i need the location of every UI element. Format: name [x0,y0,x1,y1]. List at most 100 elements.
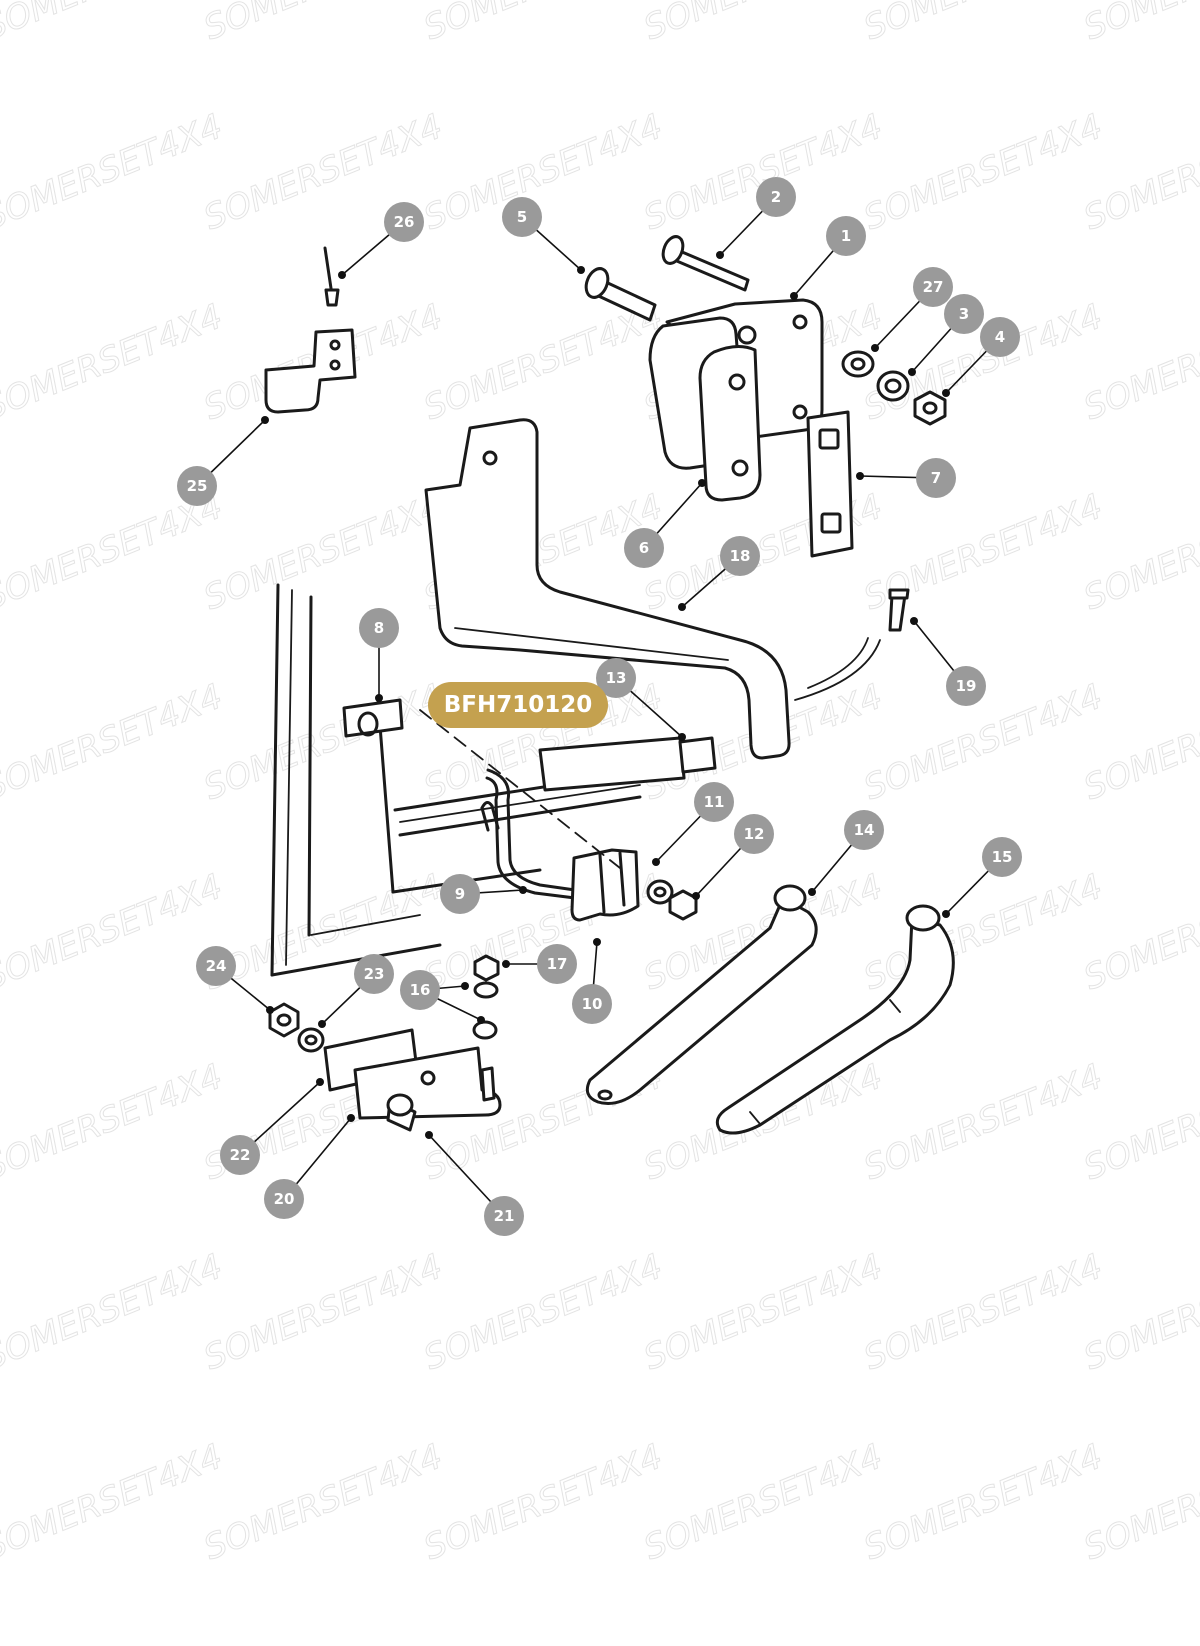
callout-badge-6[interactable]: 6 [624,528,664,568]
leader-dot-27 [871,344,879,352]
rod-part-9 [486,768,577,892]
callout-circle [756,177,796,217]
watermark-text: SOMERSET4X4 [638,0,888,48]
callout-number: 12 [744,825,765,843]
leader-dot-15 [942,910,950,918]
callout-number: 16 [410,981,431,999]
callout-number: 21 [494,1207,515,1225]
leader-dot-18 [678,603,686,611]
callout-badge-22[interactable]: 22 [220,1135,260,1175]
callout-number: 2 [771,188,781,206]
callout-badge-8[interactable]: 8 [359,608,399,648]
watermark-text: SOMERSET4X4 [858,1436,1108,1568]
screw-part-19 [888,593,907,632]
watermark-text: SOMERSET4X4 [198,486,448,618]
callout-badge-14[interactable]: 14 [844,810,884,850]
leader-dot-4 [942,389,950,397]
callout-circle [537,944,577,984]
callout-number: 17 [547,955,568,973]
callout-circle [916,458,956,498]
leader-dot-8 [375,694,383,702]
callout-badge-9[interactable]: 9 [440,874,480,914]
callout-circle [400,970,440,1010]
callout-badge-24[interactable]: 24 [196,946,236,986]
parts-drawing [264,235,955,1135]
callout-badge-11[interactable]: 11 [694,782,734,822]
leader-dot-26 [338,271,346,279]
leader-dot-11 [652,858,660,866]
callout-number: 23 [364,965,385,983]
callout-circle [354,954,394,994]
leader-dot-25 [261,416,269,424]
callout-number: 26 [394,213,415,231]
callout-badge-7[interactable]: 7 [916,458,956,498]
callout-circle [572,984,612,1024]
callout-badge-17[interactable]: 17 [537,944,577,984]
leader-dot-19 [910,617,918,625]
callout-number: 18 [730,547,751,565]
watermark-text: SOMERSET4X4 [418,1246,668,1378]
callout-number: 19 [956,677,977,695]
leader-dot-16-b [477,1016,485,1024]
callout-number: 11 [704,793,725,811]
leader-line-16-b [431,995,482,1021]
leader-dot-23 [318,1020,326,1028]
callout-circle [440,874,480,914]
leader-dot-5 [577,266,585,274]
callout-number: 22 [230,1146,251,1164]
nut-part-3 [876,370,910,402]
callout-circle [484,1196,524,1236]
callout-circle [913,267,953,307]
callout-badge-26[interactable]: 26 [384,202,424,242]
callout-number: 5 [517,208,527,226]
callout-badge-27[interactable]: 27 [913,267,953,307]
leader-dot-12 [692,892,700,900]
leader-dot-2 [716,251,724,259]
callout-badge-21[interactable]: 21 [484,1196,524,1236]
callout-number: 8 [374,619,384,637]
watermark-text: SOMERSET4X4 [858,0,1108,48]
callout-number: 24 [206,957,227,975]
callout-badge-4[interactable]: 4 [980,317,1020,357]
callout-badge-13[interactable]: 13 [596,658,636,698]
callout-badge-25[interactable]: 25 [177,466,217,506]
callout-badge-5[interactable]: 5 [502,197,542,237]
washer-part-23 [297,1027,325,1053]
watermark-text: SOMERSET4X4 [858,1246,1108,1378]
callout-badge-15[interactable]: 15 [982,837,1022,877]
callout-badge-3[interactable]: 3 [944,294,984,334]
callout-circle [694,782,734,822]
block-part-13 [678,736,717,774]
part-number-tag[interactable]: BFH710120 [428,682,608,728]
callout-circle [734,814,774,854]
callout-circle [946,666,986,706]
callout-badge-1[interactable]: 1 [826,216,866,256]
callout-number: 13 [606,669,627,687]
callout-badge-20[interactable]: 20 [264,1179,304,1219]
callout-badge-16[interactable]: 16 [400,970,440,1010]
leader-dot-17 [502,960,510,968]
callout-circle [264,1179,304,1219]
callout-badge-19[interactable]: 19 [946,666,986,706]
watermark-text: SOMERSET4X4 [198,676,448,808]
callout-badge-2[interactable]: 2 [756,177,796,217]
watermark-text: SOMERSET4X4 [418,0,668,48]
callout-badge-23[interactable]: 23 [354,954,394,994]
nut-part-12 [668,889,698,921]
callout-circle [844,810,884,850]
striker-part-8 [342,698,404,738]
callout-circle [982,837,1022,877]
callout-circle [980,317,1020,357]
leader-dot-16 [461,982,469,990]
check-strap-part-15 [715,916,955,1135]
callout-badge-10[interactable]: 10 [572,984,612,1024]
callout-circle [596,658,636,698]
callout-badge-18[interactable]: 18 [720,536,760,576]
watermark-text: SOMERSET4X4 [198,1246,448,1378]
callout-circle [720,536,760,576]
callout-circle [502,197,542,237]
watermark-text: SOMERSET4X4 [198,1436,448,1568]
washer-part-27 [841,350,875,378]
callout-badge-12[interactable]: 12 [734,814,774,854]
watermark-text: SOMERSET4X4 [0,486,228,618]
